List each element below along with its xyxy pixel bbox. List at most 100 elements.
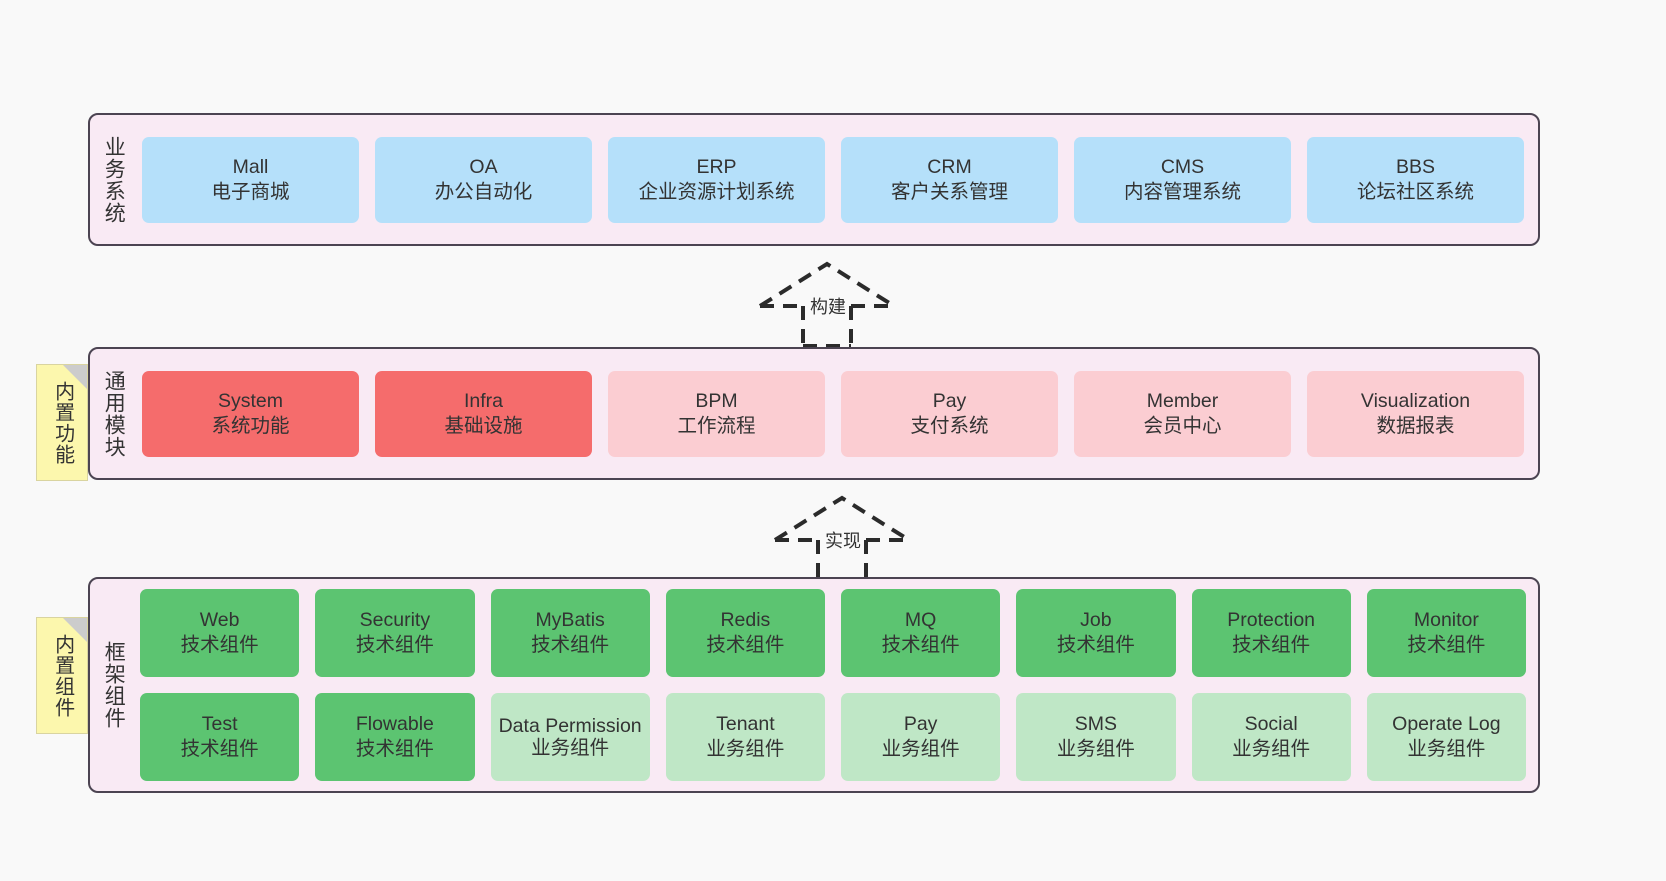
note-builtin-features[interactable]: 内置功能 xyxy=(36,364,88,481)
layer-framework-components[interactable]: 框架组件 Web 技术组件 Security 技术组件 MyBatis 技术组件… xyxy=(88,577,1540,793)
node-protection[interactable]: Protection 技术组件 xyxy=(1191,589,1351,677)
node-subtitle: 技术组件 xyxy=(1407,634,1486,656)
node-subtitle: 企业资源计划系统 xyxy=(638,180,795,203)
node-mybatis[interactable]: MyBatis 技术组件 xyxy=(490,589,650,677)
node-pay-component[interactable]: Pay 业务组件 xyxy=(841,693,1001,781)
node-tenant[interactable]: Tenant 业务组件 xyxy=(665,693,825,781)
node-subtitle: 技术组件 xyxy=(881,634,960,656)
node-infra[interactable]: Infra 基础设施 xyxy=(375,370,592,457)
node-security[interactable]: Security 技术组件 xyxy=(315,589,475,677)
node-name: Operate Log xyxy=(1392,713,1501,736)
node-name: ERP xyxy=(696,155,737,178)
node-name: Protection xyxy=(1227,609,1316,632)
node-name: BPM xyxy=(695,389,738,412)
node-member[interactable]: Member 会员中心 xyxy=(1074,370,1291,457)
node-subtitle: 业务组件 xyxy=(1056,738,1135,760)
layer-title-common-modules: 通用模块 xyxy=(102,369,126,458)
node-subtitle: 业务组件 xyxy=(881,738,960,760)
node-name: CRM xyxy=(927,155,972,178)
node-erp[interactable]: ERP 企业资源计划系统 xyxy=(608,136,825,223)
node-subtitle: 业务组件 xyxy=(1232,738,1311,760)
node-subtitle: 技术组件 xyxy=(1232,634,1311,656)
node-social[interactable]: Social 业务组件 xyxy=(1191,693,1351,781)
connector-implement: 实现 xyxy=(770,492,920,582)
node-name: OA xyxy=(469,155,498,178)
layer-common-modules[interactable]: 通用模块 System 系统功能 Infra 基础设施 BPM 工作流程 Pay… xyxy=(88,347,1540,480)
node-name: System xyxy=(217,389,283,412)
node-row: Web 技术组件 Security 技术组件 MyBatis 技术组件 Redi… xyxy=(140,589,1526,677)
node-monitor[interactable]: Monitor 技术组件 xyxy=(1366,589,1526,677)
note-label: 内置功能 xyxy=(51,380,74,465)
node-operate-log[interactable]: Operate Log 业务组件 xyxy=(1366,693,1526,781)
node-subtitle: 技术组件 xyxy=(706,634,785,656)
node-subtitle: 业务组件 xyxy=(531,737,610,759)
node-name: Monitor xyxy=(1413,609,1479,632)
node-name: Security xyxy=(359,609,431,632)
node-redis[interactable]: Redis 技术组件 xyxy=(665,589,825,677)
layer-body-common-modules: System 系统功能 Infra 基础设施 BPM 工作流程 Pay 支付系统… xyxy=(136,349,1538,478)
node-flowable[interactable]: Flowable 技术组件 xyxy=(315,693,475,781)
node-name: Flowable xyxy=(355,713,434,736)
node-cms[interactable]: CMS 内容管理系统 xyxy=(1074,136,1291,223)
node-subtitle: 技术组件 xyxy=(531,634,610,656)
node-subtitle: 技术组件 xyxy=(180,634,259,656)
node-row: System 系统功能 Infra 基础设施 BPM 工作流程 Pay 支付系统… xyxy=(142,370,1524,457)
node-bpm[interactable]: BPM 工作流程 xyxy=(608,370,825,457)
connector-build-label: 构建 xyxy=(810,297,846,317)
node-pay-module[interactable]: Pay 支付系统 xyxy=(841,370,1058,457)
node-subtitle: 电子商城 xyxy=(211,180,290,203)
node-visualization[interactable]: Visualization 数据报表 xyxy=(1307,370,1524,457)
node-subtitle: 客户关系管理 xyxy=(890,180,1008,203)
node-name: MQ xyxy=(904,609,937,632)
node-name: Social xyxy=(1244,713,1298,736)
connector-implement-shape xyxy=(773,495,911,582)
node-subtitle: 系统功能 xyxy=(211,414,290,437)
node-name: Redis xyxy=(720,609,771,632)
layer-body-business-systems: Mall 电子商城 OA 办公自动化 ERP 企业资源计划系统 CRM 客户关系… xyxy=(136,115,1538,244)
node-subtitle: 论坛社区系统 xyxy=(1356,180,1474,203)
node-name: Member xyxy=(1146,389,1219,412)
node-crm[interactable]: CRM 客户关系管理 xyxy=(841,136,1058,223)
node-name: CMS xyxy=(1160,155,1205,178)
node-mall[interactable]: Mall 电子商城 xyxy=(142,136,359,223)
node-name: Pay xyxy=(932,389,967,412)
node-test[interactable]: Test 技术组件 xyxy=(140,693,300,781)
node-subtitle: 技术组件 xyxy=(180,738,259,760)
node-name: Visualization xyxy=(1360,389,1471,412)
node-row: Test 技术组件 Flowable 技术组件 Data Permission … xyxy=(140,693,1526,781)
node-mq[interactable]: MQ 技术组件 xyxy=(841,589,1001,677)
node-subtitle: 工作流程 xyxy=(677,414,756,437)
node-row: Mall 电子商城 OA 办公自动化 ERP 企业资源计划系统 CRM 客户关系… xyxy=(142,136,1524,223)
note-builtin-components[interactable]: 内置组件 xyxy=(36,617,88,734)
node-data-permission[interactable]: Data Permission 业务组件 xyxy=(490,693,650,781)
node-name: Data Permission xyxy=(498,714,642,737)
node-name: Mall xyxy=(232,155,269,178)
node-subtitle: 技术组件 xyxy=(355,634,434,656)
node-system[interactable]: System 系统功能 xyxy=(142,370,359,457)
node-subtitle: 基础设施 xyxy=(444,414,523,437)
layer-business-systems[interactable]: 业务系统 Mall 电子商城 OA 办公自动化 ERP 企业资源计划系统 CRM… xyxy=(88,113,1540,246)
note-label: 内置组件 xyxy=(51,633,74,718)
node-oa[interactable]: OA 办公自动化 xyxy=(375,136,592,223)
node-name: Pay xyxy=(903,713,938,736)
node-name: BBS xyxy=(1395,155,1436,178)
node-name: Job xyxy=(1080,609,1112,632)
layer-body-framework-components: Web 技术组件 Security 技术组件 MyBatis 技术组件 Redi… xyxy=(136,579,1538,791)
node-job[interactable]: Job 技术组件 xyxy=(1016,589,1176,677)
node-subtitle: 业务组件 xyxy=(1407,738,1486,760)
node-subtitle: 业务组件 xyxy=(706,738,785,760)
node-sms[interactable]: SMS 业务组件 xyxy=(1016,693,1176,781)
node-subtitle: 技术组件 xyxy=(1056,634,1135,656)
node-name: SMS xyxy=(1074,713,1117,736)
node-name: Web xyxy=(199,609,240,632)
connector-build-shape xyxy=(758,261,896,348)
connector-build: 构建 xyxy=(755,258,905,348)
node-name: Infra xyxy=(463,389,504,412)
node-subtitle: 内容管理系统 xyxy=(1123,180,1241,203)
layer-title-framework-components: 框架组件 xyxy=(102,641,126,729)
node-web[interactable]: Web 技术组件 xyxy=(140,589,300,677)
node-subtitle: 数据报表 xyxy=(1376,414,1455,437)
node-bbs[interactable]: BBS 论坛社区系统 xyxy=(1307,136,1524,223)
node-name: Tenant xyxy=(716,713,775,736)
